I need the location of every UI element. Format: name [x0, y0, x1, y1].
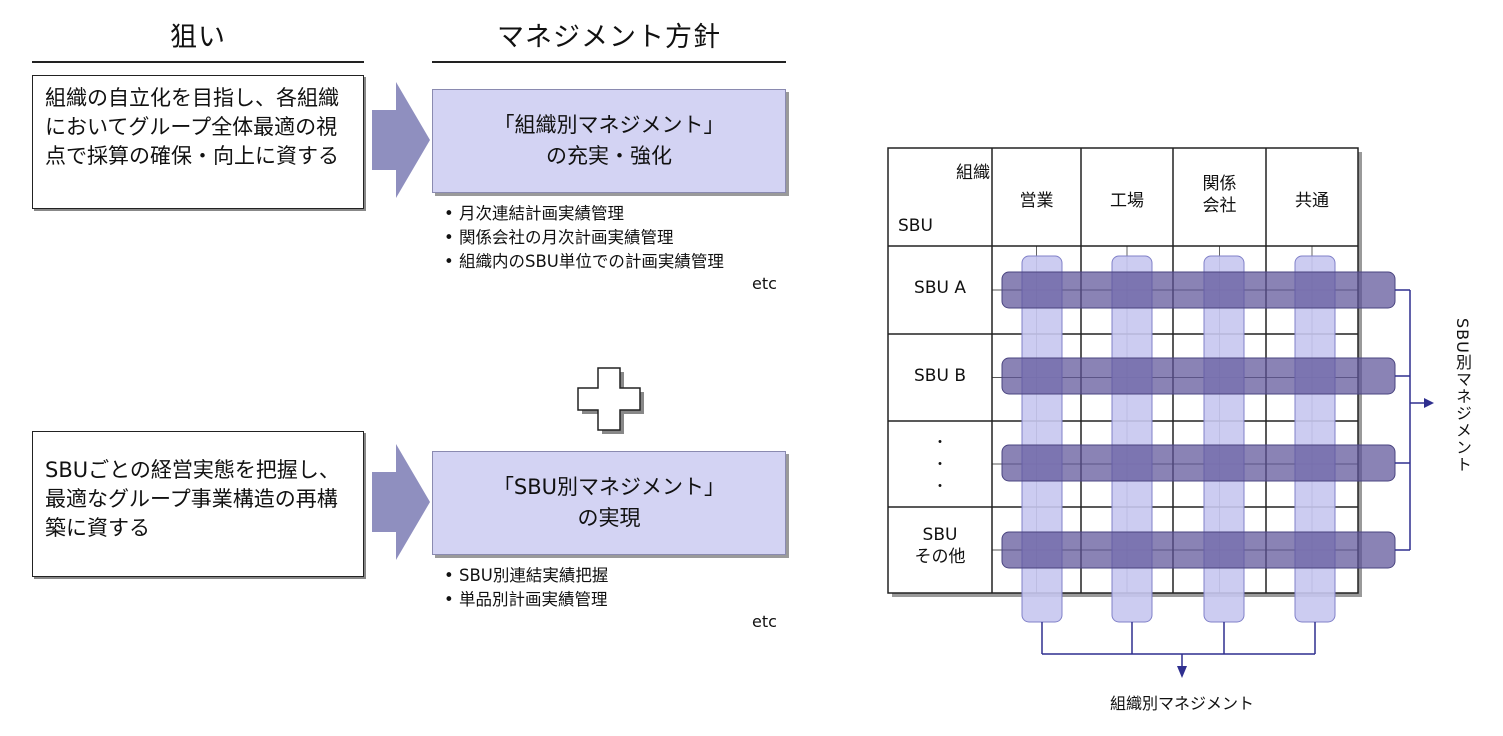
- policy-2-bullets: SBU別連結実績把握 単品別計画実績管理: [444, 564, 608, 612]
- sbu-management-label: SBU別マネジメント: [1453, 318, 1472, 473]
- row-band: [1001, 271, 1396, 309]
- policy-1-bullet: 月次連結計画実績管理: [444, 202, 724, 226]
- policy-header-rule: [432, 61, 786, 63]
- policy-2-line2: の実現: [577, 506, 641, 530]
- org-connector: [1041, 622, 1316, 666]
- matrix-col-header: 営業: [1019, 191, 1054, 211]
- right-arrow-1-icon: [372, 82, 430, 198]
- sbu-arrow-icon: [1424, 398, 1434, 408]
- policy-box-1: 「組織別マネジメント」 の充実・強化: [432, 89, 786, 193]
- row-band: [1001, 531, 1396, 569]
- right-arrow-2-icon: [372, 444, 430, 560]
- goal-box-2: SBUごとの経営実態を把握し、最適なグループ事業構造の再構築に資する: [32, 431, 364, 577]
- org-arrow-icon: [1177, 666, 1187, 678]
- matrix-col-header: 関係 会社: [1202, 174, 1237, 216]
- policy-header: マネジメント方針: [497, 22, 721, 53]
- policy-1-bullets: 月次連結計画実績管理 関係会社の月次計画実績管理 組織内のSBU単位での計画実績…: [444, 202, 724, 274]
- policy-1-bullet: 組織内のSBU単位での計画実績管理: [444, 250, 724, 274]
- goal-text-2: SBUごとの経営実態を把握し、最適なグループ事業構造の再構築に資する: [45, 458, 340, 540]
- policy-2-line1: 「SBU別マネジメント」: [492, 475, 726, 499]
- aim-header: 狙い: [170, 22, 226, 53]
- matrix-row-header: ・ ・ ・: [933, 435, 947, 495]
- matrix-col-header: 工場: [1110, 191, 1144, 211]
- policy-1-etc: etc: [752, 274, 777, 293]
- aim-header-rule: [32, 61, 364, 63]
- policy-1-bullet: 関係会社の月次計画実績管理: [444, 226, 724, 250]
- matrix-col-header: 共通: [1295, 191, 1329, 211]
- policy-2-bullet: 単品別計画実績管理: [444, 588, 608, 612]
- org-management-label: 組織別マネジメント: [1109, 694, 1254, 713]
- policy-1-line1: 「組織別マネジメント」: [493, 113, 725, 137]
- row-band: [1001, 444, 1396, 482]
- matrix-corner-bottom: SBU: [898, 216, 933, 236]
- sbu-connector: [1395, 289, 1424, 551]
- policy-2-etc: etc: [752, 612, 777, 631]
- plus-icon: [577, 367, 644, 434]
- goal-text-1: 組織の自立化を目指し、各組織においてグループ全体最適の視点で採算の確保・向上に資…: [45, 86, 339, 168]
- policy-box-2: 「SBU別マネジメント」 の実現: [432, 451, 786, 555]
- goal-box-1: 組織の自立化を目指し、各組織においてグループ全体最適の視点で採算の確保・向上に資…: [32, 75, 364, 209]
- policy-2-bullet: SBU別連結実績把握: [444, 564, 608, 588]
- matrix-diagram: [887, 147, 1434, 678]
- matrix-row-header: SBU A: [914, 278, 966, 298]
- matrix-row-header: SBU B: [914, 366, 966, 386]
- policy-1-line2: の充実・強化: [546, 144, 672, 168]
- matrix-corner-top: 組織: [956, 163, 990, 183]
- matrix-row-header: SBU その他: [914, 525, 966, 567]
- row-band: [1001, 357, 1396, 395]
